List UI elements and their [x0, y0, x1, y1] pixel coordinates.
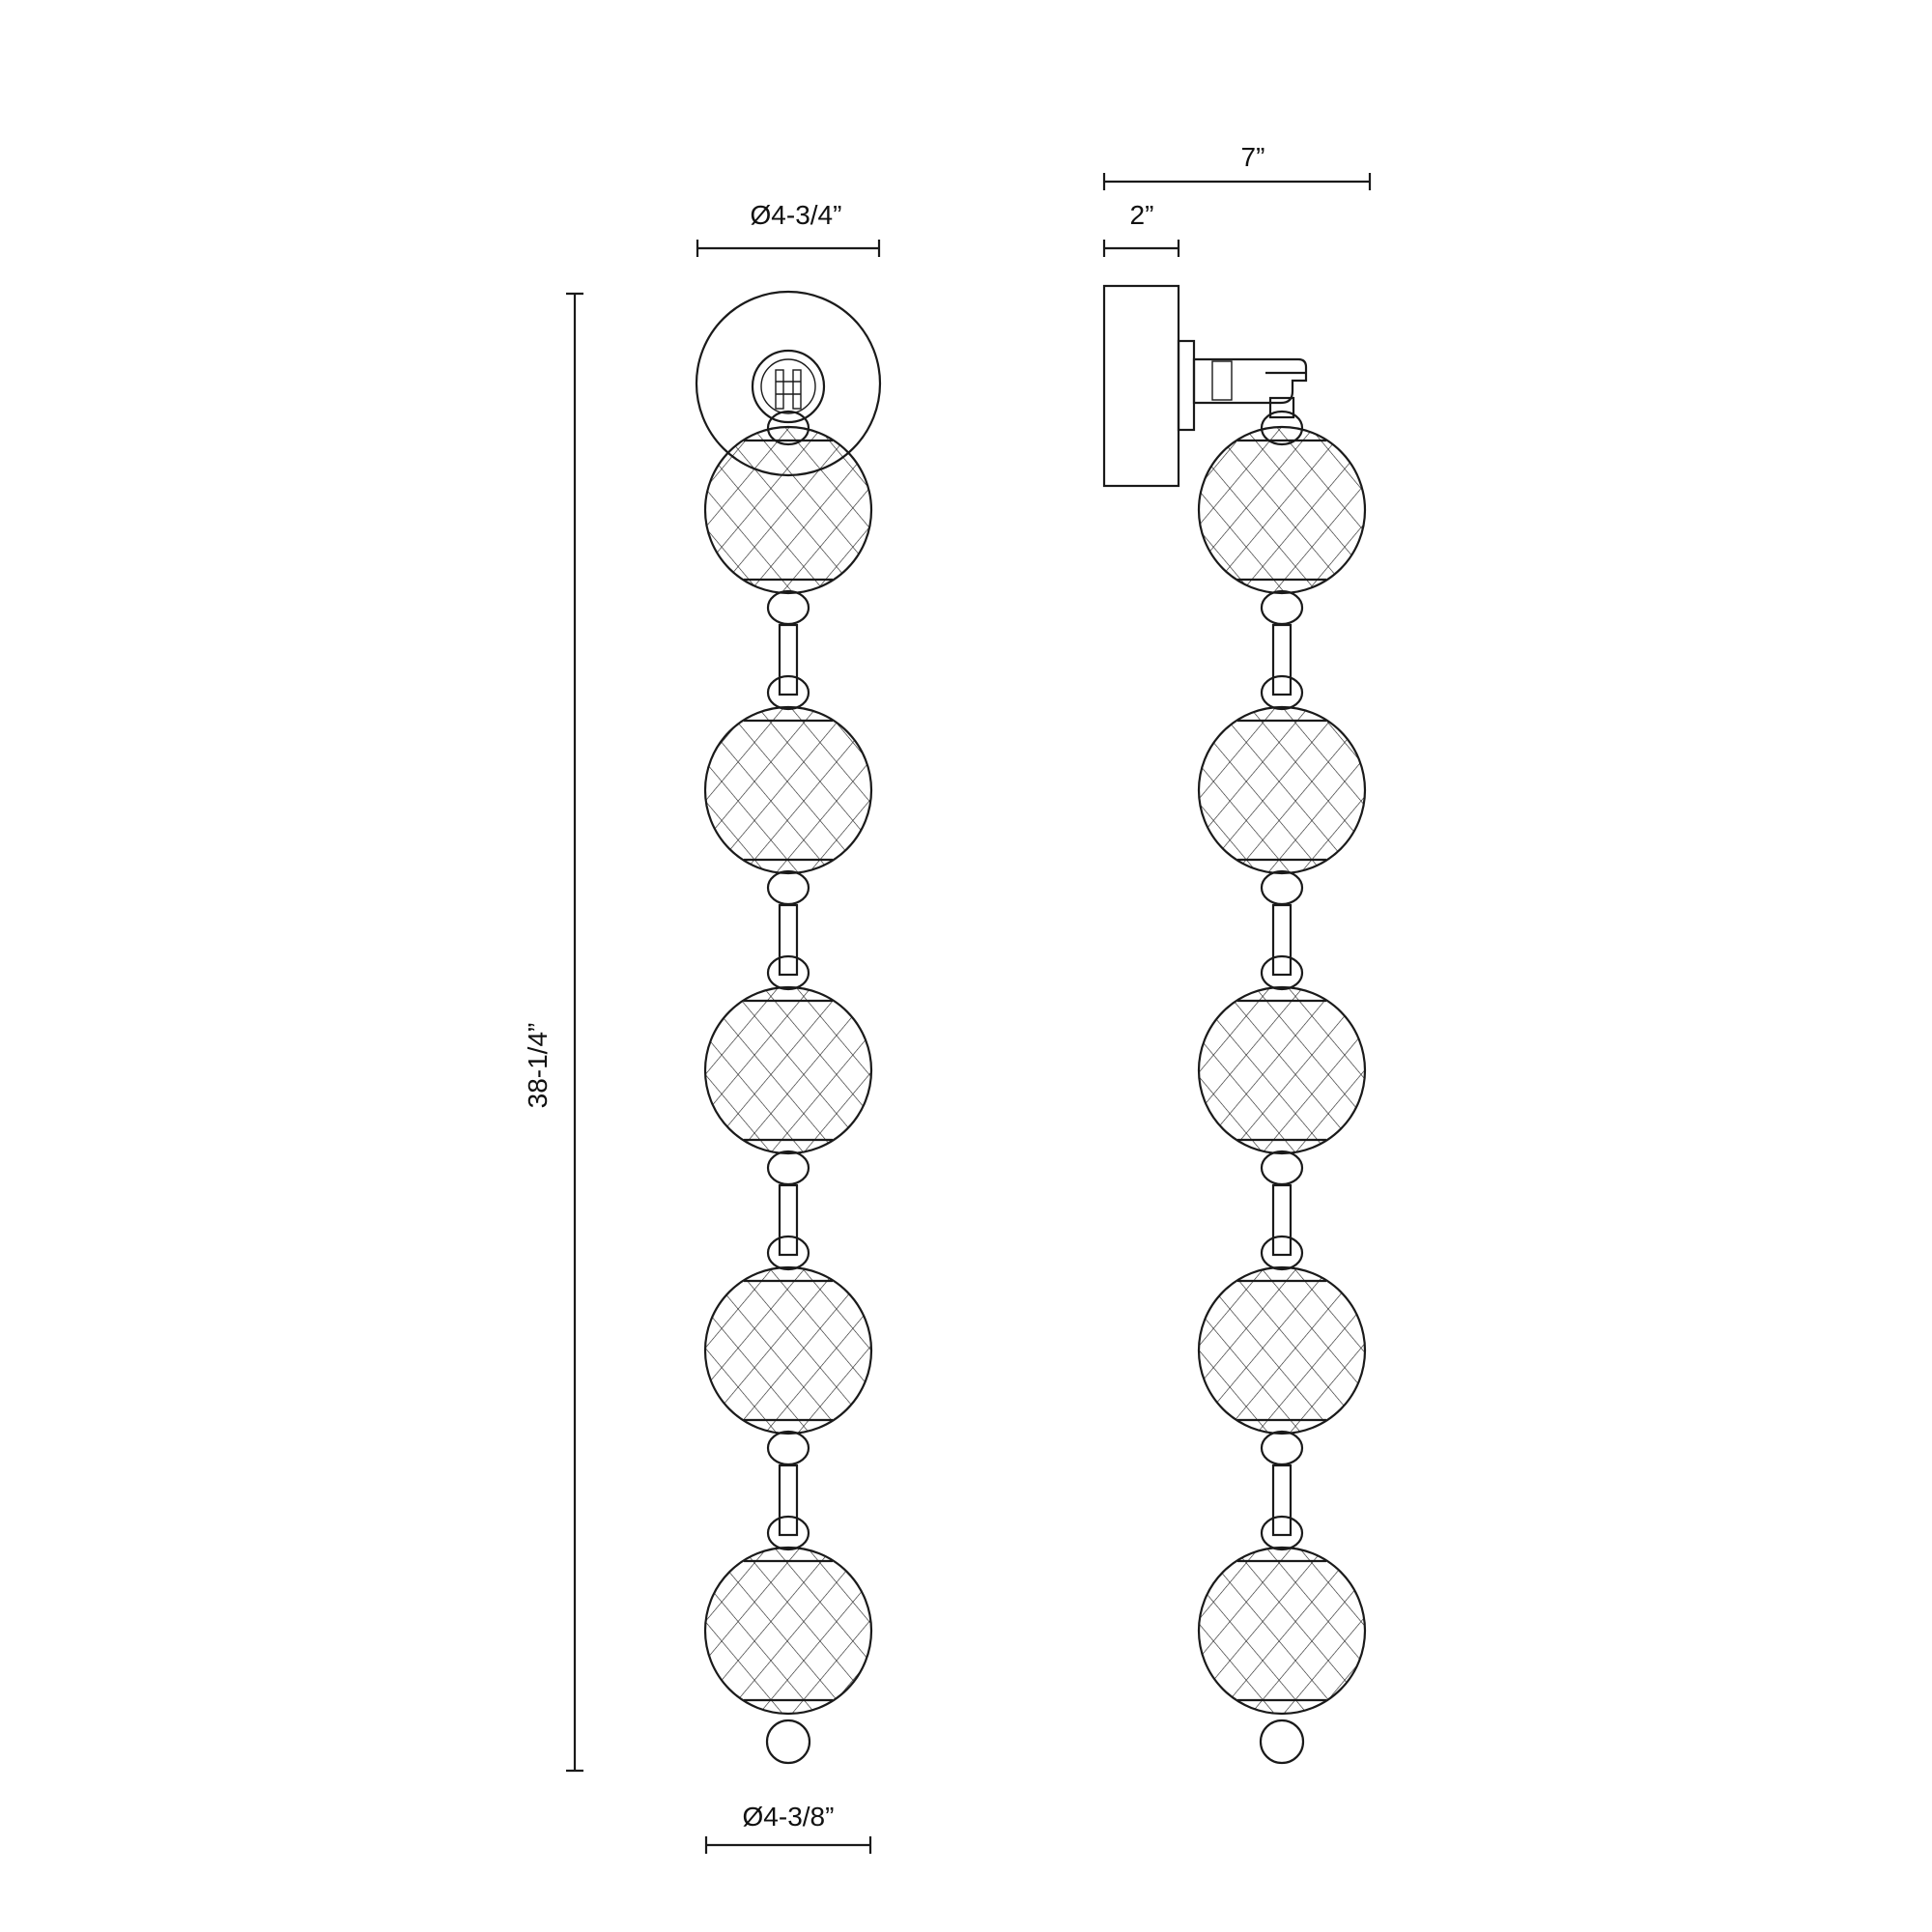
side-rod	[1271, 903, 1293, 977]
front-view	[695, 290, 882, 1765]
side-bead	[1260, 954, 1304, 991]
front-bead	[766, 1515, 810, 1551]
front-bead	[766, 1235, 810, 1271]
side-bead	[1260, 589, 1304, 626]
globe-diameter-label: Ø4-3/8”	[743, 1802, 835, 1832]
side-rod	[1271, 1183, 1293, 1257]
side-bead	[1260, 1235, 1304, 1271]
overall-extension-label: 7”	[1241, 142, 1265, 172]
overall-extension-dimension: 7”	[1102, 142, 1372, 190]
front-rod	[778, 1463, 799, 1537]
canopy-diameter-label: Ø4-3/4”	[751, 200, 842, 230]
side-bead	[1260, 869, 1304, 906]
side-rod	[1271, 623, 1293, 696]
side-bead	[1260, 1430, 1304, 1466]
side-bead	[1260, 1150, 1304, 1186]
side-arm	[1192, 357, 1308, 405]
front-globe-3	[703, 985, 873, 1155]
front-bead	[766, 1150, 810, 1186]
front-globe-1	[703, 425, 873, 595]
front-bead	[766, 589, 810, 626]
side-globe-4	[1197, 1265, 1367, 1435]
overall-height-dimension: 38-1/4”	[523, 292, 583, 1773]
front-globe-2	[703, 705, 873, 875]
front-rod	[778, 903, 799, 977]
side-globe-3	[1197, 985, 1367, 1155]
canopy-depth-label: 2”	[1130, 200, 1154, 230]
front-rod	[778, 1183, 799, 1257]
side-globe-5	[1197, 1546, 1367, 1716]
front-globe-4	[703, 1265, 873, 1435]
canopy-diameter-dimension: Ø4-3/4”	[696, 200, 881, 257]
side-view	[1102, 284, 1367, 1765]
side-globe-1	[1197, 425, 1367, 595]
canopy-depth-dimension: 2”	[1102, 200, 1180, 257]
globe-diameter-dimension: Ø4-3/8”	[704, 1802, 872, 1854]
side-bead	[1260, 674, 1304, 711]
front-globe-5	[703, 1546, 873, 1716]
front-rod	[778, 623, 799, 696]
front-bead	[766, 954, 810, 991]
side-globe-2	[1197, 705, 1367, 875]
side-bead	[1260, 1515, 1304, 1551]
overall-height-label: 38-1/4”	[523, 1023, 553, 1109]
side-rod	[1271, 1463, 1293, 1537]
canopy-inner-ring	[751, 349, 826, 424]
front-bead	[766, 1430, 810, 1466]
side-backplate	[1102, 284, 1180, 488]
front-bottom-finial	[765, 1719, 811, 1765]
front-bead	[766, 869, 810, 906]
front-bead	[766, 674, 810, 711]
side-bottom-finial	[1259, 1719, 1305, 1765]
